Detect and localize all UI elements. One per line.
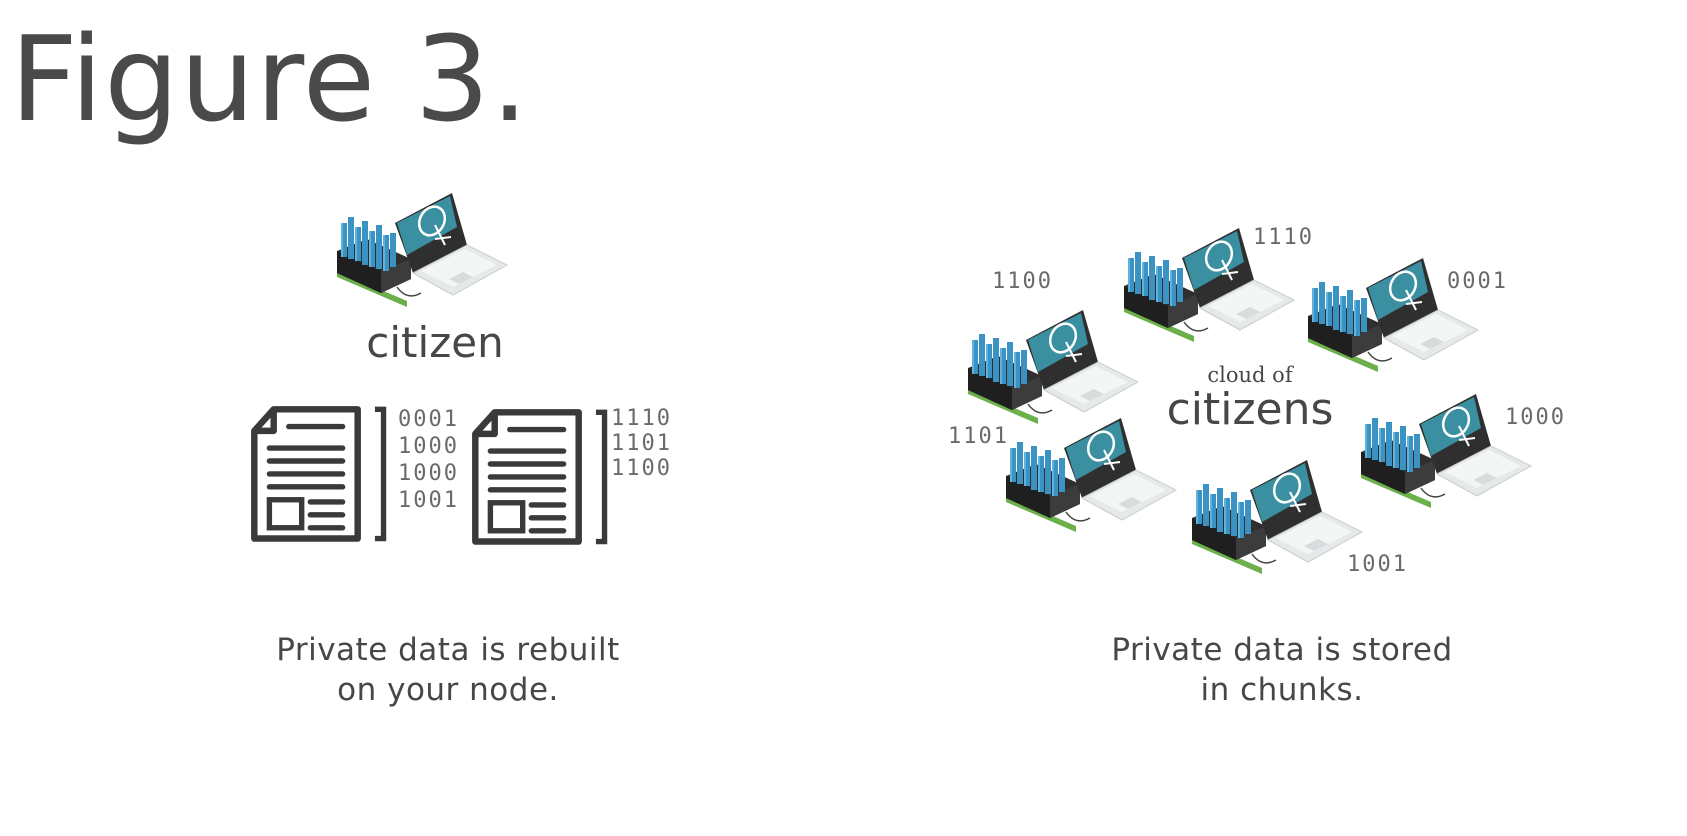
bits-bottom: 1001 [1347,552,1408,577]
cloud-node-icon-bottom [1192,458,1364,576]
doc2-bit-0: 1110 [611,406,672,431]
left-caption-line1: Private data is rebuilt [276,632,620,668]
doc1-bit-1: 1000 [398,434,459,459]
bits-mid-right: 1000 [1505,405,1566,430]
doc1-bit-2: 1000 [398,461,459,486]
doc1-bits: 0001 1000 1000 1001 [398,406,459,514]
left-caption-line2: on your node. [337,672,559,708]
left-caption: Private data is rebuilt on your node. [238,630,658,710]
cloud-big-label: citizens [1166,384,1334,435]
cloud-node-icon-top-right [1308,256,1480,374]
bits-top-center: 1110 [1253,225,1314,250]
citizen-label: citizen [366,318,504,367]
doc1-bit-0: 0001 [398,407,459,432]
doc2-bit-1: 1101 [611,431,672,456]
doc2-bits: 1110 1101 1100 [611,406,672,481]
cloud-node-icon-mid-right [1361,392,1533,510]
document-icon-1 [250,405,390,545]
right-caption-line2: in chunks. [1200,672,1364,708]
citizen-node-icon [337,191,509,309]
doc2-bit-2: 1100 [611,456,672,481]
bits-mid-left: 1101 [948,424,1009,449]
figure-title: Figure 3. [10,10,530,148]
right-caption-line1: Private data is stored [1111,632,1453,668]
right-caption: Private data is stored in chunks. [1072,630,1492,710]
doc1-bit-3: 1001 [398,488,459,513]
bits-top-left: 1100 [992,269,1053,294]
bits-top-right: 0001 [1447,269,1508,294]
document-icon-2 [471,408,611,548]
cloud-small-label: cloud of [1207,363,1293,387]
